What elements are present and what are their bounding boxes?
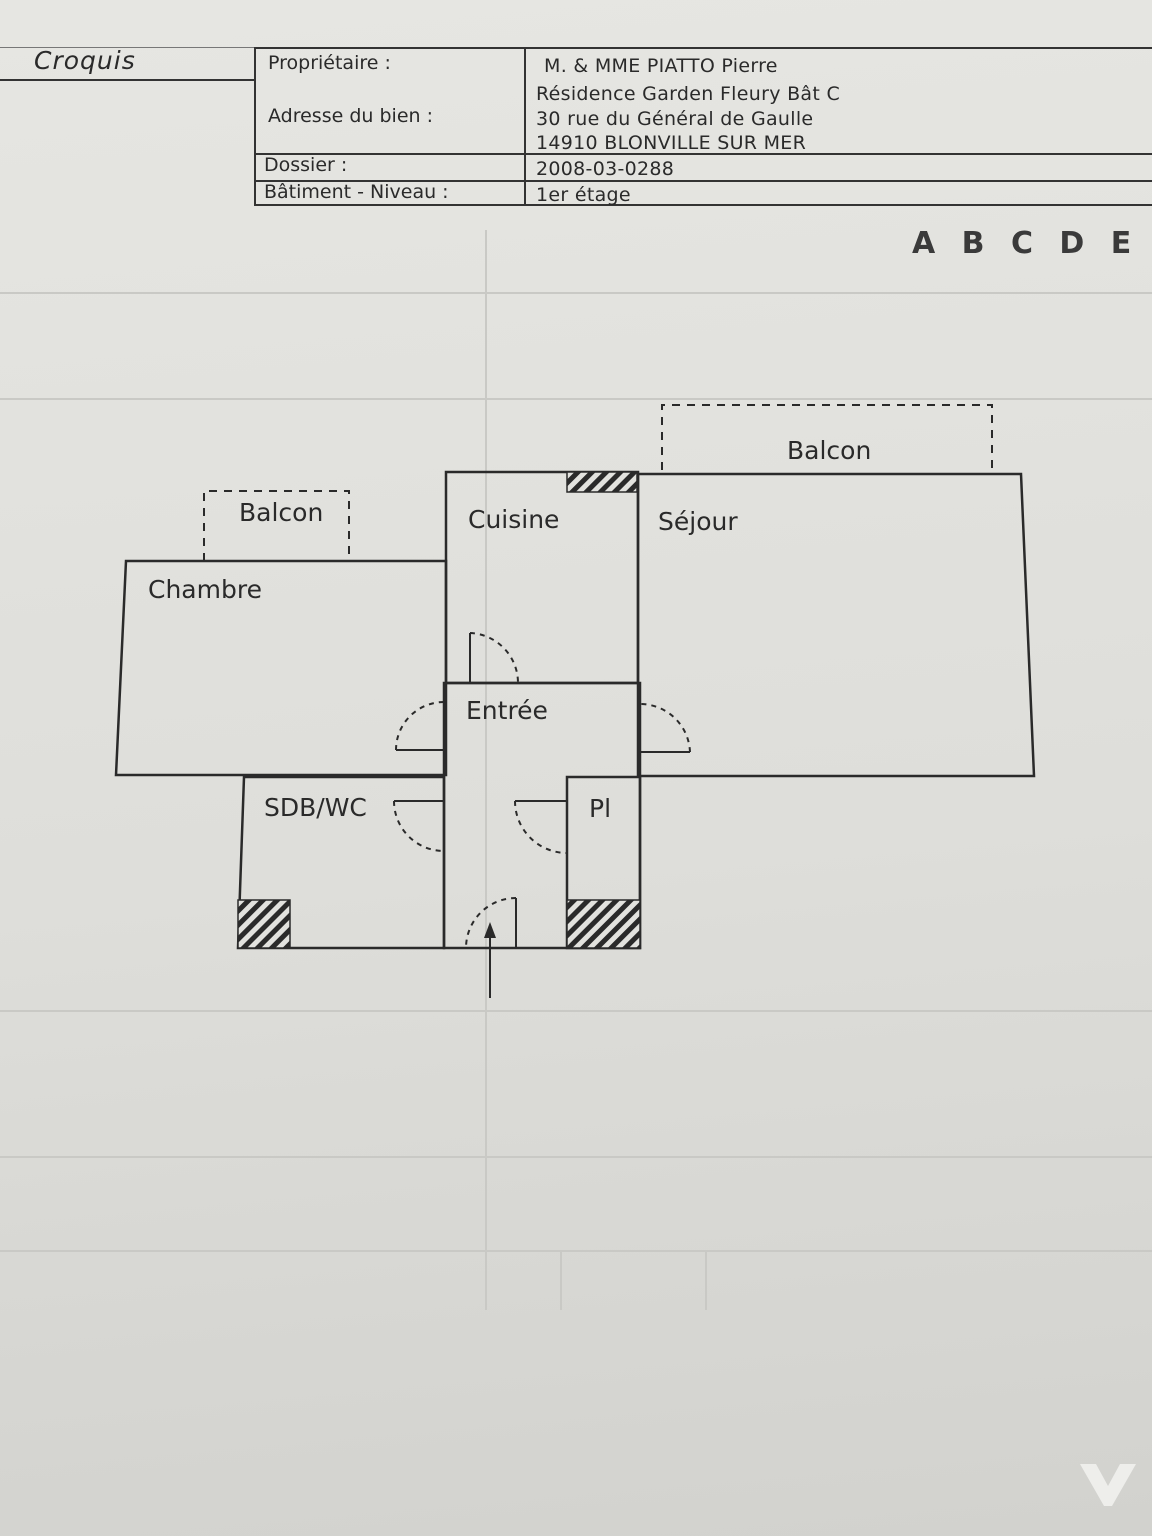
room-chambre [114,559,448,777]
label-sejour: Séjour [658,507,738,536]
ghost-line [0,1010,1152,1012]
room-sdb-wc [236,775,446,950]
label-sdb-wc: SDB/WC [264,793,367,822]
label-entree: Entrée [466,696,548,725]
address-line-2: 30 rue du Général de Gaulle [536,108,814,130]
table-border [524,47,526,206]
table-border [254,47,1152,49]
dossier-label: Dossier : [264,154,348,176]
door-sdb-swing [393,800,445,852]
croquis-underline [0,79,255,81]
balcony-right-outline [661,404,993,470]
balcony-left-outline [203,490,350,561]
building-level-label: Bâtiment - Niveau : [264,181,449,203]
label-chambre: Chambre [148,575,262,604]
table-border [254,47,256,206]
ghost-line [485,230,487,1310]
owner-label: Propriétaire : [268,52,391,74]
address-label: Adresse du bien : [268,105,433,127]
ghost-line [0,398,1152,400]
duct-sdb [237,899,291,949]
table-border [254,204,1152,206]
duct-placard [566,899,641,949]
header-table: Propriétaire : M. & MME PIATTO Pierre Ad… [254,47,1152,207]
room-cuisine [444,470,640,685]
label-placard: Pl [589,794,611,823]
door-sejour-swing [639,702,691,753]
label-balcon-right: Balcon [787,436,871,465]
building-level-value: 1er étage [536,184,631,206]
ghost-line [560,1250,562,1310]
section-title: Croquis [34,46,136,75]
ghost-line [0,1156,1152,1158]
owner-value: M. & MME PIATTO Pierre [544,55,778,77]
address-line-1: Résidence Garden Fleury Bât C [536,83,841,105]
dossier-value: 2008-03-0288 [536,158,675,180]
ghost-line [705,1250,707,1310]
address-line-3: 14910 BLONVILLE SUR MER [536,132,807,154]
watermark-logo-icon [1080,1464,1136,1506]
energy-class-letters: A B C D E F [912,226,1152,261]
croquis-top-rule [0,47,255,48]
ghost-line [0,292,1152,294]
door-chambre-swing [395,701,445,751]
table-border [254,180,1152,182]
table-border [254,153,1152,155]
room-sejour [636,472,1036,778]
door-placard-swing [514,800,568,854]
entrance-arrow-head [484,922,496,938]
ghost-line [0,1250,1152,1252]
duct-cuisine [566,471,638,493]
label-balcon-left: Balcon [239,498,323,527]
label-cuisine: Cuisine [468,505,559,534]
door-cuisine-swing [469,632,520,684]
